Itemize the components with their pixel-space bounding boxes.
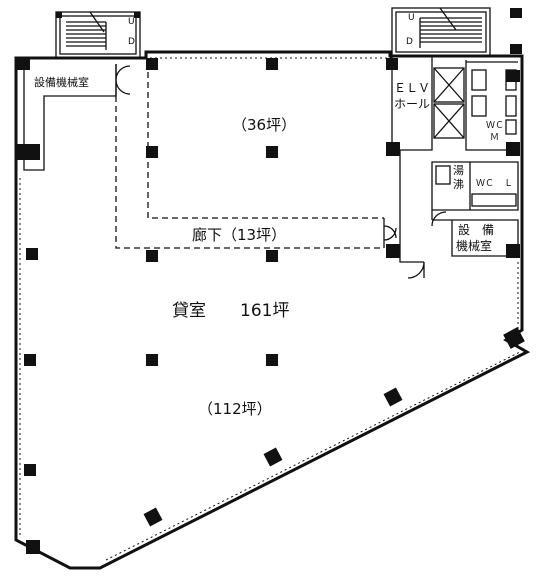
corridor-boundary: [115, 62, 384, 249]
left-stairwell: [55, 11, 141, 59]
right-stair-down: D: [406, 37, 413, 47]
elevator-hall-label-1: ＥＬＶ: [394, 81, 430, 95]
toilet-male-sub: Ｍ: [490, 133, 499, 143]
north-area-label: （36坪）: [232, 116, 296, 134]
left-stair-up: U: [128, 17, 135, 27]
core-area: [391, 56, 519, 279]
left-equipment-room-label: 設備機械室: [34, 75, 89, 89]
outer-wall: [14, 50, 531, 570]
south-area-label: （112坪）: [198, 400, 272, 418]
right-stairwell: [391, 7, 522, 57]
right-stair-up: U: [408, 13, 415, 23]
corridor-label: 廊下（13坪）: [192, 226, 286, 244]
toilet-male-label: ＷＣ: [486, 121, 504, 131]
columns: [16, 58, 525, 554]
left-equipment-room-door: [115, 64, 131, 96]
toilet-female-sub: Ｌ: [504, 179, 513, 189]
corridor-door: [383, 218, 397, 248]
elevator-hall-label-2: ホール: [394, 97, 430, 111]
pantry-label-2: 沸: [453, 178, 464, 191]
right-equipment-room-label-2: 機械室: [456, 238, 492, 253]
right-equipment-room-label-1: 設 備: [458, 222, 494, 237]
toilet-female-label: ＷＣ: [476, 179, 494, 189]
left-stair-down: D: [128, 37, 135, 47]
main-room-label: 貸室: [172, 301, 206, 321]
pantry-label-1: 湯: [453, 164, 464, 177]
main-room-area: 161坪: [240, 301, 289, 321]
